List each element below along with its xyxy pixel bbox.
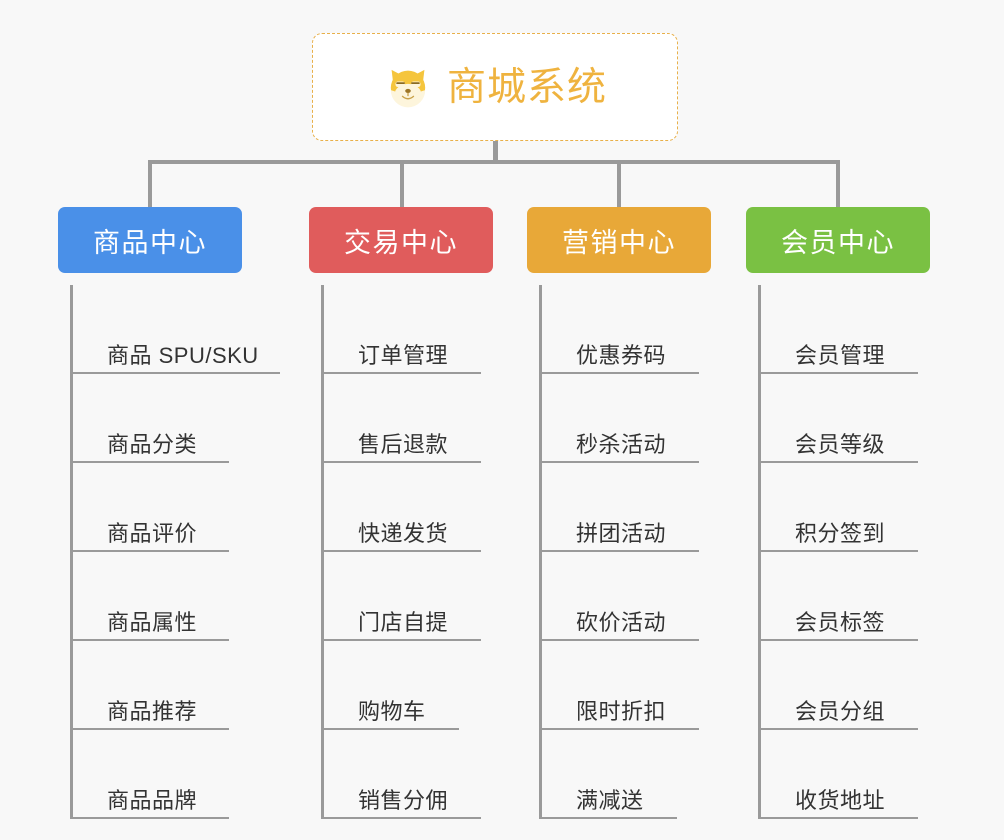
- list-item[interactable]: 限时折扣: [542, 641, 699, 730]
- list-item[interactable]: 会员标签: [761, 552, 918, 641]
- list-item-label: 积分签到: [795, 520, 886, 546]
- column-header-label: 交易中心: [344, 227, 458, 258]
- shiba-dog-icon: [390, 69, 426, 108]
- list-item[interactable]: 订单管理: [324, 285, 481, 374]
- list-item-label: 会员管理: [795, 342, 886, 368]
- list-item[interactable]: 秒杀活动: [542, 374, 699, 463]
- list-item[interactable]: 商品推荐: [73, 641, 229, 730]
- list-item[interactable]: 满减送: [542, 730, 677, 819]
- list-item-label: 秒杀活动: [576, 431, 667, 457]
- list-item-label: 订单管理: [358, 342, 449, 368]
- list-item-label: 销售分佣: [358, 787, 449, 813]
- list-item-label: 商品评价: [107, 520, 198, 546]
- column-header-marketing-center[interactable]: 营销中心: [527, 207, 711, 273]
- column-header-member-center[interactable]: 会员中心: [746, 207, 930, 273]
- list-item-label: 商品分类: [107, 431, 198, 457]
- list-item[interactable]: 积分签到: [761, 463, 918, 552]
- list-item-label: 商品 SPU/SKU: [107, 342, 259, 368]
- connector-drop-column-3: [617, 160, 621, 207]
- list-item[interactable]: 优惠券码: [542, 285, 699, 374]
- list-item-label: 商品推荐: [107, 698, 198, 724]
- list-item-label: 商品品牌: [107, 787, 198, 813]
- list-item-label: 限时折扣: [576, 698, 667, 724]
- column-header-trade-center[interactable]: 交易中心: [309, 207, 493, 273]
- column-header-product-center[interactable]: 商品中心: [58, 207, 242, 273]
- connector-drop-column-1: [148, 160, 152, 207]
- list-item[interactable]: 拼团活动: [542, 463, 699, 552]
- list-item[interactable]: 商品 SPU/SKU: [73, 285, 280, 374]
- column-list-trade-center: 订单管理 售后退款 快递发货 门店自提 购物车 销售分佣: [321, 285, 481, 819]
- root-node-label: 商城系统: [446, 65, 607, 109]
- list-item[interactable]: 砍价活动: [542, 552, 699, 641]
- connector-root-stem: [493, 141, 498, 162]
- list-item[interactable]: 售后退款: [324, 374, 481, 463]
- list-item[interactable]: 会员管理: [761, 285, 918, 374]
- list-item-label: 售后退款: [358, 431, 449, 457]
- list-item[interactable]: 购物车: [324, 641, 459, 730]
- column-list-member-center: 会员管理 会员等级 积分签到 会员标签 会员分组 收货地址: [758, 285, 918, 819]
- column-list-product-center: 商品 SPU/SKU 商品分类 商品评价 商品属性 商品推荐 商品品牌: [70, 285, 280, 819]
- list-item-label: 满减送: [576, 787, 644, 813]
- root-node-mall-system[interactable]: 商城系统: [312, 33, 678, 141]
- connector-drop-column-4: [836, 160, 840, 207]
- list-item[interactable]: 门店自提: [324, 552, 481, 641]
- list-item-label: 快递发货: [358, 520, 449, 546]
- connector-drop-column-2: [400, 160, 404, 207]
- list-item-label: 拼团活动: [576, 520, 667, 546]
- list-item[interactable]: 销售分佣: [324, 730, 481, 819]
- list-item-label: 会员分组: [795, 698, 886, 724]
- list-item[interactable]: 商品品牌: [73, 730, 229, 819]
- column-header-label: 商品中心: [93, 227, 207, 258]
- column-header-label: 营销中心: [562, 227, 676, 258]
- column-header-label: 会员中心: [781, 227, 895, 258]
- list-item-label: 会员标签: [795, 609, 886, 635]
- list-item[interactable]: 收货地址: [761, 730, 918, 819]
- list-item[interactable]: 会员等级: [761, 374, 918, 463]
- connector-horizontal-spine: [148, 160, 840, 164]
- list-item[interactable]: 会员分组: [761, 641, 918, 730]
- column-list-marketing-center: 优惠券码 秒杀活动 拼团活动 砍价活动 限时折扣 满减送: [539, 285, 699, 819]
- list-item[interactable]: 商品分类: [73, 374, 229, 463]
- list-item-label: 收货地址: [795, 787, 886, 813]
- list-item-label: 砍价活动: [576, 609, 667, 635]
- list-item-label: 商品属性: [107, 609, 198, 635]
- list-item-label: 购物车: [358, 698, 426, 724]
- list-item-label: 优惠券码: [576, 342, 667, 368]
- list-item[interactable]: 商品属性: [73, 552, 229, 641]
- list-item[interactable]: 商品评价: [73, 463, 229, 552]
- list-item-label: 会员等级: [795, 431, 886, 457]
- list-item-label: 门店自提: [358, 609, 449, 635]
- list-item[interactable]: 快递发货: [324, 463, 481, 552]
